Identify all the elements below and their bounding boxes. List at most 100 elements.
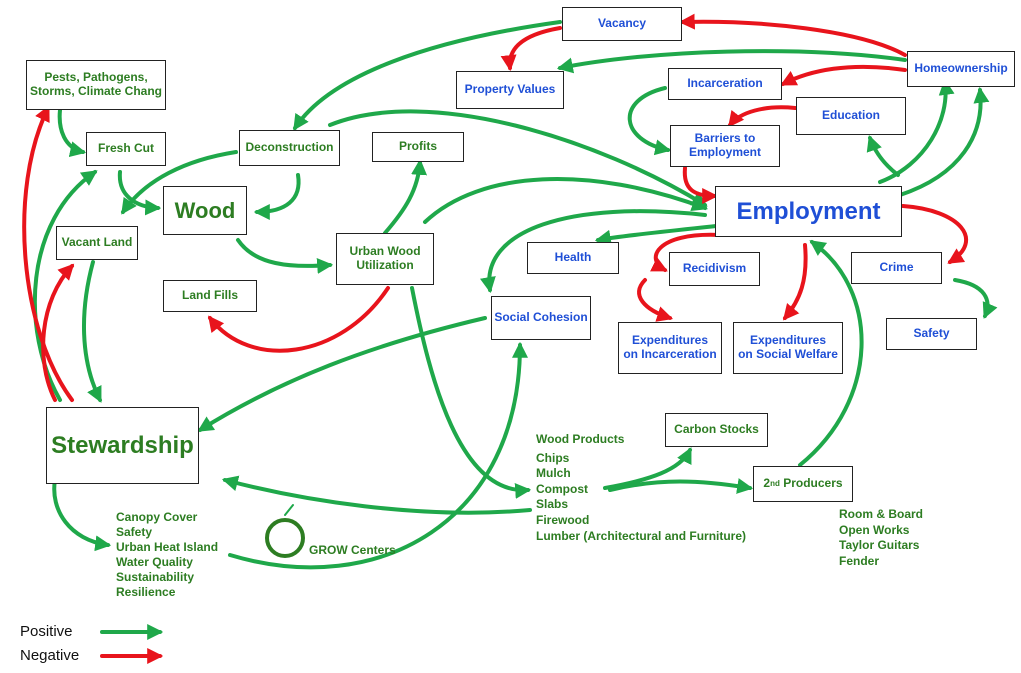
grow-centers-label: GROW Centers xyxy=(309,543,396,557)
arrow-employment-to-health xyxy=(594,224,718,246)
wood-product-item: Compost xyxy=(536,481,588,496)
arrow-employment-to-social-cohesion xyxy=(480,209,707,294)
node-employment: Employment xyxy=(715,186,902,237)
node-label: Vacant Land xyxy=(61,235,133,250)
arrow-stewardship-to-vacant-land xyxy=(41,263,75,402)
node-vacant-land: Vacant Land xyxy=(56,226,138,260)
arrow-deconstruction-to-wood xyxy=(253,173,301,220)
arrow-employment-to-homeownership xyxy=(898,86,990,197)
arrow-wood-products-to-stewardship xyxy=(221,475,532,515)
arrow-stewardship-to-benefits xyxy=(52,478,112,552)
benefit-item: Canopy Cover xyxy=(116,510,198,524)
node-label: Deconstruction xyxy=(245,140,334,155)
arrow-employment-to-exp-welfare xyxy=(782,243,808,321)
wood-product-item: Slabs xyxy=(536,497,569,512)
benefit-item: Urban Heat Island xyxy=(116,540,219,554)
node-education: Education xyxy=(796,97,906,135)
arrow-vacant-land-to-stewardship xyxy=(81,260,102,403)
node-label: Employment xyxy=(736,197,881,225)
node-wood: Wood xyxy=(163,186,247,235)
node-label-line2: Employment xyxy=(688,145,761,159)
node-incarceration: Incarceration xyxy=(668,68,782,100)
legend-negative-label: Negative xyxy=(20,647,80,664)
benefit-item: Safety xyxy=(116,525,153,539)
node-label-rest: Producers xyxy=(779,476,843,491)
node-label-number: 2 xyxy=(763,476,771,491)
arrow-barriers-to-employment xyxy=(682,166,719,204)
node-label-line1: Expenditures xyxy=(749,333,827,348)
room-board-item: Taylor Guitars xyxy=(839,538,920,553)
benefit-item: Resilience xyxy=(116,585,176,599)
node-label-line1: Expenditures xyxy=(631,333,709,348)
node-label: Fresh Cut xyxy=(97,141,154,156)
node-urban-wood-utilization: Urban Wood Utilization xyxy=(336,233,434,285)
arrow-stewardship-to-pests xyxy=(22,105,74,402)
wood-products-title: Wood Products xyxy=(536,432,625,446)
node-vacancy: Vacancy xyxy=(562,7,682,41)
arrow-deconstruction-to-employment xyxy=(328,109,708,207)
node-label: Carbon Stocks xyxy=(674,422,759,437)
stewardship-benefits-list: Canopy Cover Safety Urban Heat Island Wa… xyxy=(116,510,218,600)
node-expenditures-social-welfare: Expenditures on Social Welfare xyxy=(733,322,843,374)
node-label: Incarceration xyxy=(687,76,763,91)
node-label: Wood xyxy=(174,197,236,223)
node-label: Land Fills xyxy=(181,288,238,303)
arrow-homeownership-to-vacancy xyxy=(678,13,907,57)
arrow-urban-wood-to-profits xyxy=(383,158,428,235)
arrow-vacancy-to-property-values xyxy=(500,26,562,72)
node-carbon-stocks: Carbon Stocks xyxy=(665,413,768,447)
node-safety: Safety xyxy=(886,318,977,350)
arrow-urban-wood-to-employment xyxy=(423,177,708,224)
arrow-employment-to-recidivism xyxy=(649,232,722,272)
node-label: Profits xyxy=(398,139,437,154)
wood-product-item: Firewood xyxy=(536,512,590,527)
arrow-employment-to-education xyxy=(866,134,900,177)
arrow-fresh-cut-to-wood xyxy=(117,170,162,216)
arrow-deconstruction-to-vacant-land xyxy=(121,150,238,215)
node-deconstruction: Deconstruction xyxy=(239,130,340,166)
arrow-homeownership-to-incarceration xyxy=(780,64,907,86)
arrow-urban-wood-to-land-fills xyxy=(208,286,390,353)
node-recidivism: Recidivism xyxy=(669,252,760,286)
node-barriers-to-employment: Barriers to Employment xyxy=(670,125,780,167)
node-land-fills: Land Fills xyxy=(163,280,257,312)
node-label-line2: Storms, Climate Chang xyxy=(29,84,163,98)
arrow-crime-to-safety xyxy=(953,278,998,319)
arrow-employment-to-crime xyxy=(901,204,969,264)
benefit-item: Water Quality xyxy=(116,555,193,569)
arrow-recidivism-to-exp-incarceration xyxy=(637,278,674,322)
arrow-education-to-barriers xyxy=(728,105,797,128)
node-profits: Profits xyxy=(372,132,464,162)
node-label-line1: Pests, Pathogens, xyxy=(44,70,148,85)
room-board-item: Open Works xyxy=(839,522,910,537)
arrow-urban-wood-to-wood-products xyxy=(410,286,532,499)
node-property-values: Property Values xyxy=(456,71,564,109)
room-board-list: Room & Board Open Works Taylor Guitars F… xyxy=(839,507,923,569)
room-board-item: Fender xyxy=(839,553,880,568)
node-fresh-cut: Fresh Cut xyxy=(86,132,166,166)
node-label: Social Cohesion xyxy=(494,310,588,325)
node-health: Health xyxy=(527,242,619,274)
node-label-line2: Utilization xyxy=(356,258,414,272)
node-label-line1: Urban Wood xyxy=(349,244,421,259)
room-board-title: Room & Board xyxy=(839,507,923,521)
arrow-wood-to-urban-wood xyxy=(236,238,334,274)
node-pests-pathogens: Pests, Pathogens, Storms, Climate Chang xyxy=(26,60,166,110)
arrow-vacancy-to-deconstruction xyxy=(293,20,562,131)
arrow-homeownership-to-property-values xyxy=(556,49,907,74)
legend-positive-label: Positive xyxy=(20,623,73,640)
node-social-cohesion: Social Cohesion xyxy=(491,296,591,340)
node-expenditures-incarceration: Expenditures on Incarceration xyxy=(618,322,722,374)
arrow-second-producers-to-employment xyxy=(798,240,864,467)
node-label: Safety xyxy=(913,326,950,341)
node-label-superscript: nd xyxy=(770,479,780,489)
arrow-wood-products-to-second-producers xyxy=(608,478,754,494)
wood-product-item: Lumber (Architectural and Furniture) xyxy=(536,528,747,543)
node-label-line1: Barriers to xyxy=(694,131,756,146)
node-label: Health xyxy=(554,250,592,265)
arrow-employment-to-homeownership-2 xyxy=(878,78,955,184)
wood-product-item: Mulch xyxy=(536,466,571,481)
node-label: Homeownership xyxy=(914,61,1008,76)
arrow-incarceration-to-barriers xyxy=(627,86,672,156)
